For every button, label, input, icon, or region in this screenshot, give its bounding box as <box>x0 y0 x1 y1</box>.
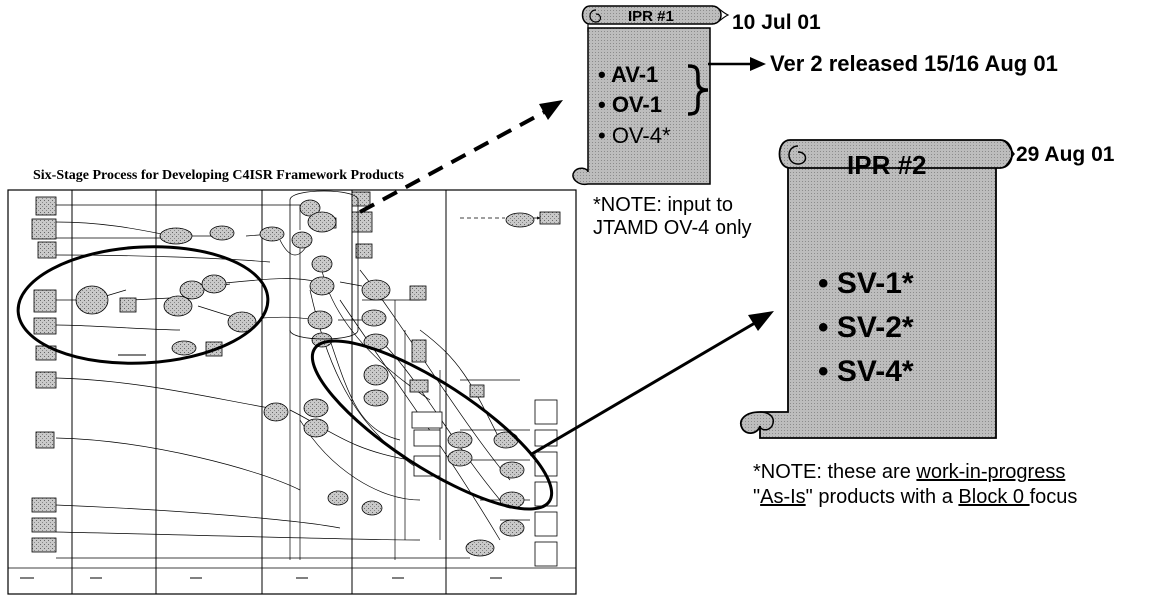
ipr1-note: *NOTE: input to JTAMD OV-4 only <box>593 194 768 240</box>
note-suffix: focus <box>1030 486 1078 508</box>
process-diagram <box>8 190 576 594</box>
ipr1-item-ov4: • OV-4* <box>598 123 671 149</box>
ipr1-title: IPR #1 <box>628 8 674 25</box>
ipr2-date: 29 Aug 01 <box>1016 143 1114 167</box>
ipr1-date: 10 Jul 01 <box>732 11 821 35</box>
ipr2-item-sv1: • SV-1* <box>818 267 914 301</box>
release-text: Ver 2 released 15/16 Aug 01 <box>770 51 1058 77</box>
ipr2-note: *NOTE: these are work-in-progress "As-Is… <box>753 460 1077 510</box>
ipr1-item-av1: • AV-1 <box>598 62 658 88</box>
note-prefix: *NOTE: these are <box>753 461 916 483</box>
note-wip: work-in-progress <box>916 461 1065 483</box>
ipr2-item-sv2: • SV-2* <box>818 311 914 345</box>
ipr1-item-ov1: • OV-1 <box>598 92 662 118</box>
note-middle: " products with a <box>806 486 959 508</box>
ipr2-item-sv4: • SV-4* <box>818 355 914 389</box>
note-asis: As-Is <box>760 486 806 508</box>
diagram-title: Six-Stage Process for Developing C4ISR F… <box>33 168 404 184</box>
note-block: Block 0 <box>958 486 1029 508</box>
ipr2-note-line2: "As-Is" products with a Block 0 focus <box>753 485 1077 510</box>
ipr2-note-line1: *NOTE: these are work-in-progress <box>753 460 1077 485</box>
ipr2-title: IPR #2 <box>847 150 927 181</box>
